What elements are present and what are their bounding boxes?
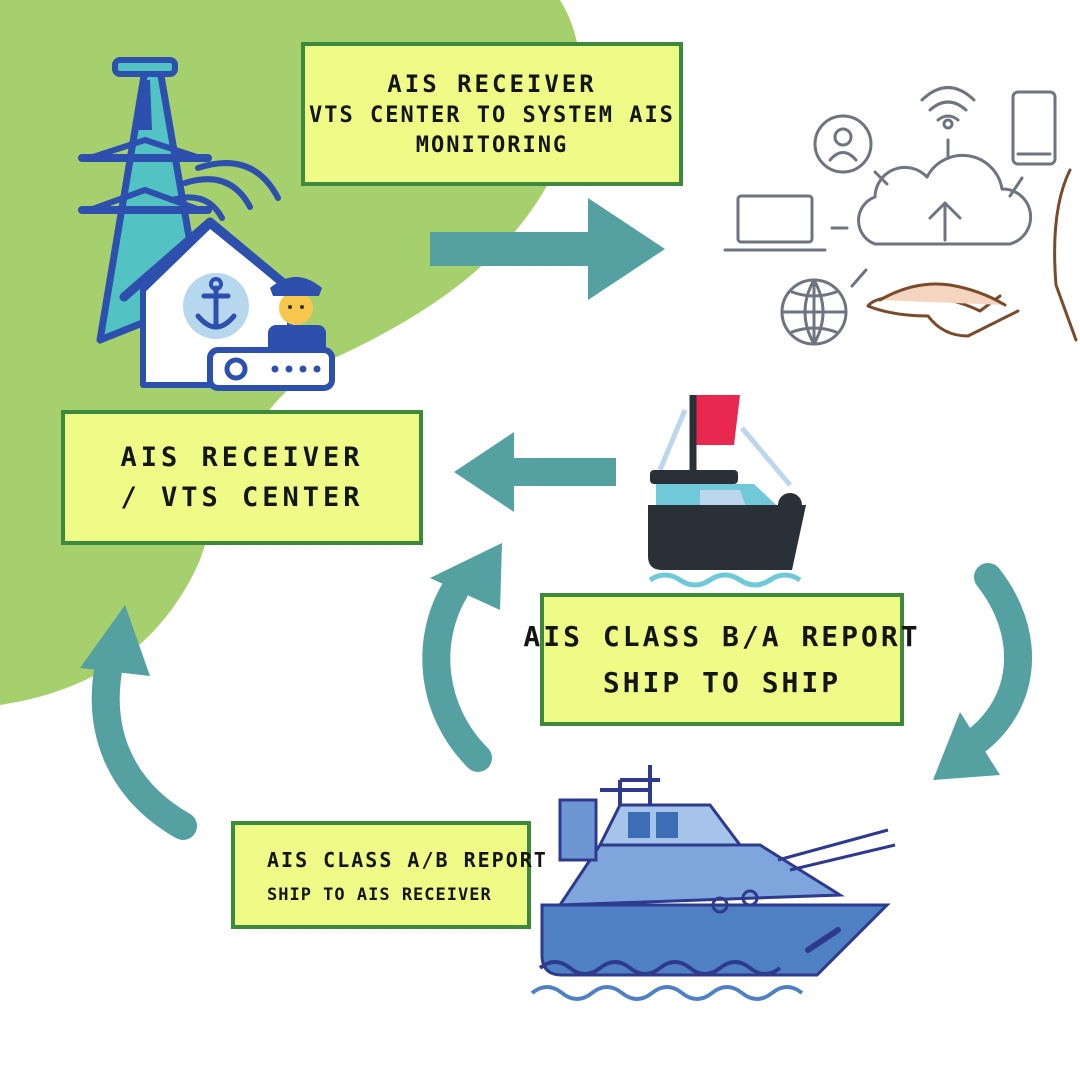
ais-receiver-vts-label: AIS RECEIVER / VTS CENTER <box>61 410 423 545</box>
arrow-ship-down <box>933 563 1033 780</box>
ais-receiver-vts-line2: / VTS CENTER <box>120 481 364 513</box>
arrow-ship-up <box>422 543 502 772</box>
small-boat-icon <box>648 395 806 588</box>
ship-to-ship-line1: AIS CLASS B/A REPORT <box>523 619 921 653</box>
vts-monitoring-label: AIS RECEIVER VTS CENTER TO SYSTEM AIS MO… <box>301 42 683 186</box>
cloud-network-icon <box>723 86 1078 346</box>
ship-to-receiver-line2: SHIP TO AIS RECEIVER <box>267 885 492 905</box>
arrow-ship-to-receiver <box>80 605 197 840</box>
ship-to-receiver-line1: AIS CLASS A/B REPORT <box>267 848 548 872</box>
arrow-to-network <box>430 198 665 300</box>
vts-monitoring-title: AIS RECEIVER <box>387 70 597 98</box>
arrow-to-vts <box>454 432 616 512</box>
ais-receiver-vts-line1: AIS RECEIVER <box>120 441 364 473</box>
ship-to-ship-label: AIS CLASS B/A REPORT SHIP TO SHIP <box>523 593 918 726</box>
ship-to-receiver-label: AIS CLASS A/B REPORT SHIP TO AIS RECEIVE… <box>231 821 546 929</box>
large-ship-icon <box>530 765 896 1001</box>
vts-monitoring-line3: MONITORING <box>415 133 569 158</box>
vts-monitoring-line2: VTS CENTER TO SYSTEM AIS <box>309 103 675 128</box>
ais-receiver-device-icon <box>207 347 335 391</box>
ship-to-ship-line2: SHIP TO SHIP <box>602 665 842 699</box>
harbor-house-icon <box>119 217 305 388</box>
